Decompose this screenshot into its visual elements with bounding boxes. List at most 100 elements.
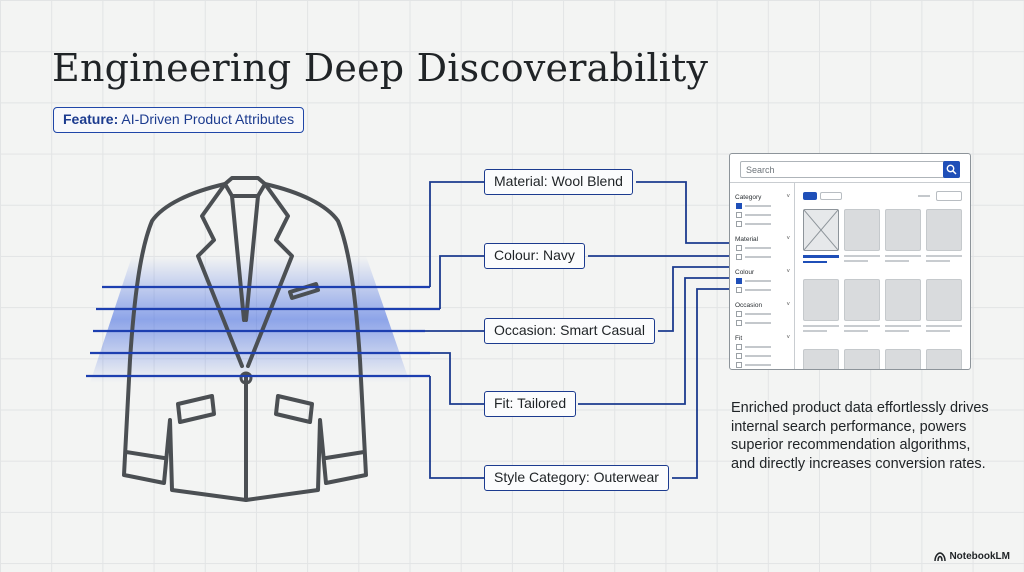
notebooklm-logo-icon [934, 551, 947, 561]
checkbox[interactable] [736, 320, 742, 326]
chevron-down-icon[interactable]: ˅ [786, 194, 790, 200]
mock-product-card[interactable] [803, 209, 839, 263]
checkbox[interactable] [736, 203, 742, 209]
mock-sort-select[interactable] [936, 191, 962, 201]
option-text-placeholder [745, 346, 771, 348]
image-placeholder-icon [803, 209, 839, 251]
mock-filter-label: Colour [735, 269, 755, 276]
product-price-placeholder [844, 260, 868, 262]
attribute-material: Material: Wool Blend [484, 169, 633, 195]
chevron-down-icon[interactable]: ˅ [786, 302, 790, 308]
option-text-placeholder [745, 364, 771, 366]
product-image-placeholder [926, 279, 962, 321]
mock-filter-option[interactable] [735, 202, 792, 211]
mock-filter-option[interactable] [735, 220, 792, 229]
search-icon [946, 164, 957, 175]
mock-filter-option[interactable] [735, 319, 792, 328]
attribute-fit: Fit: Tailored [484, 391, 577, 417]
mock-filter-sidebar: Category˅ Material ˅ Colour ˅ Occasion ˅ Fit ˅ [735, 193, 792, 369]
mock-product-card[interactable] [803, 279, 839, 332]
product-title-placeholder [803, 255, 839, 258]
product-price-placeholder [926, 330, 950, 332]
mock-view-toggle[interactable] [803, 192, 817, 200]
mock-filter-group: Category˅ [735, 193, 792, 229]
product-image-placeholder [885, 209, 921, 251]
product-title-placeholder [926, 325, 962, 327]
mock-filter-option[interactable] [735, 277, 792, 286]
attribute-occasion: Occasion: Smart Casual [484, 318, 655, 344]
description-text: Enriched product data effortlessly drive… [731, 400, 989, 472]
mock-product-card[interactable] [926, 209, 962, 262]
mock-filter-option[interactable] [735, 352, 792, 361]
option-text-placeholder [745, 247, 771, 249]
option-text-placeholder [745, 313, 771, 315]
product-image-placeholder [844, 349, 880, 369]
scan-lines [86, 285, 440, 378]
mock-product-card[interactable] [885, 209, 921, 262]
checkbox[interactable] [736, 221, 742, 227]
product-image-placeholder [803, 349, 839, 369]
mock-product-card[interactable] [844, 349, 880, 369]
connector-lines [425, 181, 729, 479]
checkbox[interactable] [736, 344, 742, 350]
chevron-down-icon[interactable]: ˅ [786, 335, 790, 341]
mock-product-card[interactable] [885, 279, 921, 332]
checkbox[interactable] [736, 212, 742, 218]
mock-filter-chip[interactable] [820, 192, 842, 200]
mock-product-card[interactable] [885, 349, 921, 369]
option-text-placeholder [745, 355, 771, 357]
brand-mark: NotebookLM [934, 551, 1010, 562]
mock-search-placeholder: Search [746, 165, 775, 175]
mock-product-card[interactable] [803, 349, 839, 369]
product-image-placeholder [844, 279, 880, 321]
product-price-placeholder [885, 260, 909, 262]
blazer-icon [122, 176, 368, 502]
mock-filter-option[interactable] [735, 343, 792, 352]
chevron-down-icon[interactable]: ˅ [786, 269, 790, 275]
option-text-placeholder [745, 322, 771, 324]
mock-filter-option[interactable] [735, 310, 792, 319]
attribute-style-category: Style Category: Outerwear [484, 465, 669, 491]
mock-product-card[interactable] [844, 279, 880, 332]
mock-filter-option[interactable] [735, 286, 792, 295]
product-price-placeholder [885, 330, 909, 332]
blazer-button [239, 371, 253, 385]
option-text-placeholder [745, 205, 771, 207]
product-image-placeholder [844, 209, 880, 251]
checkbox[interactable] [736, 353, 742, 359]
product-image-placeholder [885, 279, 921, 321]
checkbox[interactable] [736, 287, 742, 293]
product-image-placeholder [803, 279, 839, 321]
mock-search-input[interactable]: Search [740, 161, 960, 178]
checkbox[interactable] [736, 311, 742, 317]
mock-filter-label: Fit [735, 335, 743, 342]
option-text-placeholder [745, 280, 771, 282]
checkbox[interactable] [736, 245, 742, 251]
mock-product-card[interactable] [844, 209, 880, 262]
checkbox[interactable] [736, 278, 742, 284]
option-text-placeholder [745, 289, 771, 291]
product-title-placeholder [885, 325, 921, 327]
mock-product-card[interactable] [926, 349, 962, 369]
product-image-placeholder [926, 349, 962, 369]
mock-filter-label: Occasion [735, 302, 763, 309]
mock-filter-option[interactable] [735, 211, 792, 220]
checkbox[interactable] [736, 362, 742, 368]
mock-filter-group: Material ˅ [735, 235, 792, 262]
mock-product-card[interactable] [926, 279, 962, 332]
mock-filter-option[interactable] [735, 253, 792, 262]
mock-filter-group: Occasion ˅ [735, 301, 792, 328]
mock-sort-label [918, 195, 930, 197]
product-title-placeholder [926, 255, 962, 257]
checkbox[interactable] [736, 254, 742, 260]
feature-value: AI-Driven Product Attributes [121, 111, 295, 127]
mock-filter-option[interactable] [735, 244, 792, 253]
mock-filter-group: Fit ˅ [735, 334, 792, 369]
mock-filter-option[interactable] [735, 361, 792, 369]
mock-search-button[interactable] [943, 161, 960, 178]
product-image-placeholder [803, 209, 839, 251]
product-price-placeholder [803, 260, 827, 263]
chevron-down-icon[interactable]: ˅ [786, 236, 790, 242]
page-title: Engineering Deep Discoverability [52, 46, 709, 90]
mock-filter-label: Material [735, 236, 759, 243]
